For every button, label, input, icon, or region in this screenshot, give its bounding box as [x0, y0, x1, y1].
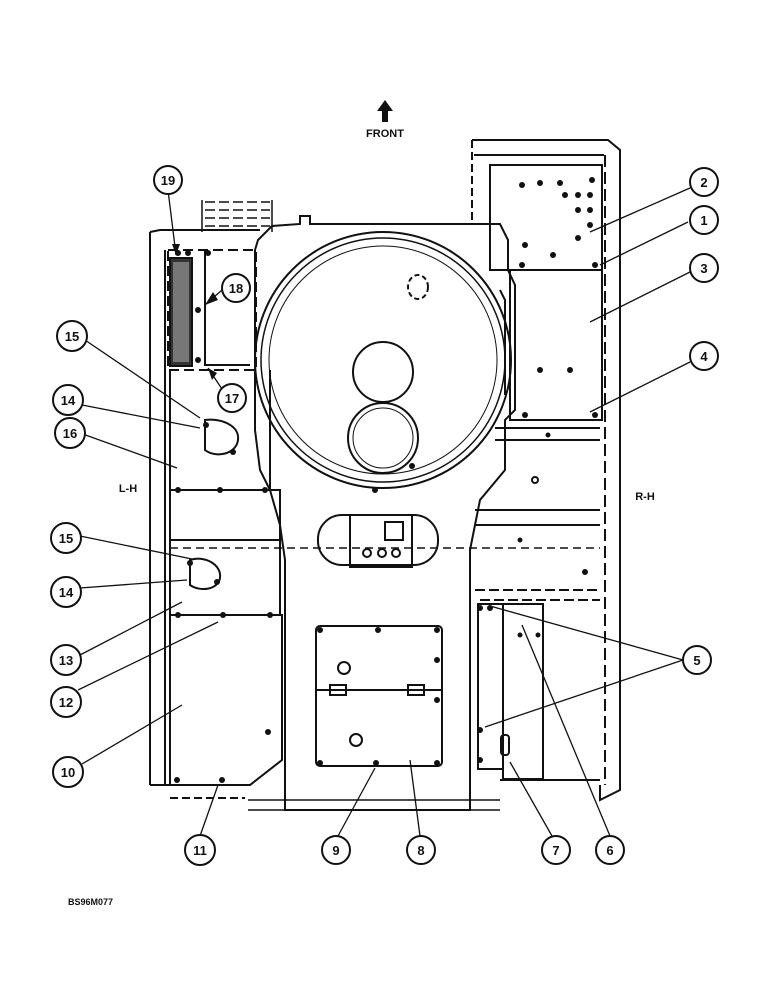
callout-13: 13: [50, 644, 82, 676]
svg-text:6: 6: [606, 843, 613, 858]
callout-4: 4: [689, 341, 719, 371]
callout-1: 1: [689, 205, 719, 235]
front-arrow-icon: [377, 100, 393, 122]
right-lower-panel: [477, 603, 600, 781]
svg-text:15: 15: [59, 531, 73, 546]
callout-7: 7: [541, 835, 571, 865]
left-lower-panel: [169, 614, 283, 786]
leader-lines: [77, 187, 691, 837]
callout-15b: 15: [50, 522, 82, 554]
svg-text:19: 19: [161, 173, 175, 188]
callout-5a: 5: [682, 645, 712, 675]
right-column: [471, 139, 621, 802]
svg-text:15: 15: [65, 329, 79, 344]
central-housing: [248, 215, 516, 811]
svg-text:9: 9: [332, 843, 339, 858]
svg-text:4: 4: [700, 349, 708, 364]
fan-housing: [254, 231, 512, 489]
exhaust-stack: [201, 200, 273, 232]
svg-text:5: 5: [693, 653, 700, 668]
fasteners: [174, 177, 598, 783]
svg-text:16: 16: [63, 426, 77, 441]
left-middle-panel: [169, 539, 281, 616]
svg-text:12: 12: [59, 695, 73, 710]
leader-arrowheads: [172, 244, 218, 380]
right-side-label: R-H: [635, 491, 655, 503]
drawing-code: BS96M077: [68, 897, 113, 907]
callout-15a: 15: [56, 320, 88, 352]
svg-text:10: 10: [61, 765, 75, 780]
callout-18: 18: [221, 273, 251, 303]
svg-text:14: 14: [59, 585, 74, 600]
callout-11: 11: [184, 834, 216, 866]
callout-14b: 14: [50, 576, 82, 608]
front-label: FRONT: [366, 128, 404, 140]
callout-12: 12: [50, 686, 82, 718]
left-side-label: L-H: [119, 483, 137, 495]
callout-3: 3: [689, 253, 719, 283]
filter-element: [169, 257, 193, 367]
filter-compartment: [167, 249, 257, 371]
svg-text:17: 17: [225, 391, 239, 406]
svg-text:2: 2: [700, 175, 707, 190]
svg-text:13: 13: [59, 653, 73, 668]
svg-text:11: 11: [193, 843, 207, 858]
center-access-cover: [317, 514, 439, 568]
callout-14a: 14: [52, 384, 84, 416]
callout-6: 6: [595, 835, 625, 865]
callout-8: 8: [406, 835, 436, 865]
bottom-center-panel: [315, 625, 443, 767]
svg-text:3: 3: [700, 261, 707, 276]
callout-16: 16: [54, 417, 86, 449]
svg-text:1: 1: [700, 213, 707, 228]
callout-19: 19: [153, 165, 183, 195]
svg-text:18: 18: [229, 281, 243, 296]
svg-text:14: 14: [61, 393, 76, 408]
svg-text:7: 7: [552, 843, 559, 858]
left-frame: [149, 229, 260, 799]
callout-9: 9: [321, 835, 351, 865]
callout-2: 2: [689, 167, 719, 197]
callout-10: 10: [52, 756, 84, 788]
svg-text:8: 8: [417, 843, 424, 858]
right-middle-sections: [475, 427, 600, 601]
callout-17: 17: [217, 383, 247, 413]
